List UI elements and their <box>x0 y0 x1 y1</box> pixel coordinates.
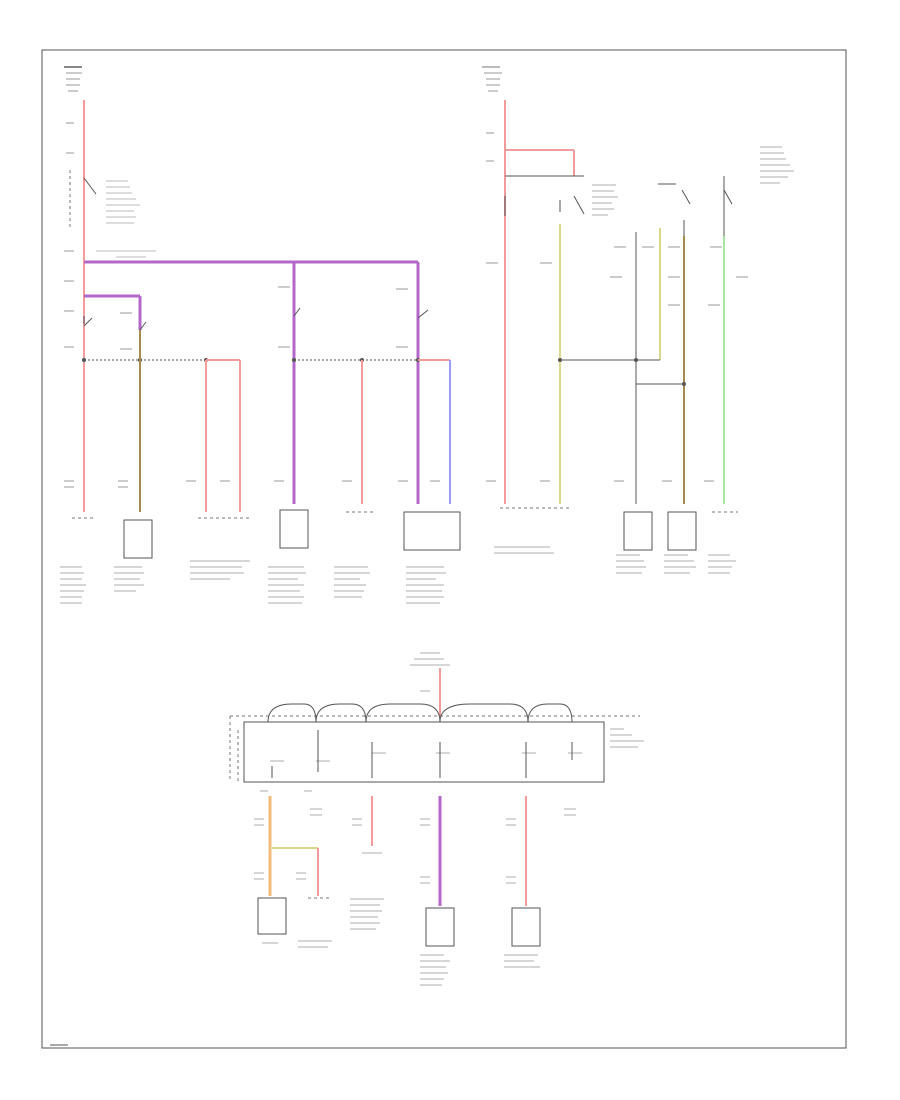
diagram-frame <box>41 49 847 1049</box>
bottom-component-1 <box>257 897 287 935</box>
bottom-component-3 <box>425 907 455 947</box>
right-component-3 <box>667 511 697 551</box>
bottom-component-4 <box>511 907 541 947</box>
fuse-box-outline <box>229 715 640 782</box>
fuse-box-body <box>243 721 605 783</box>
right-component-2 <box>623 511 653 551</box>
right-power-section <box>482 66 794 574</box>
left-power-section <box>60 66 461 604</box>
left-component-4 <box>279 509 309 549</box>
left-component-2 <box>123 519 153 559</box>
fuse-box-section <box>229 652 644 986</box>
left-component-6 <box>403 511 461 551</box>
